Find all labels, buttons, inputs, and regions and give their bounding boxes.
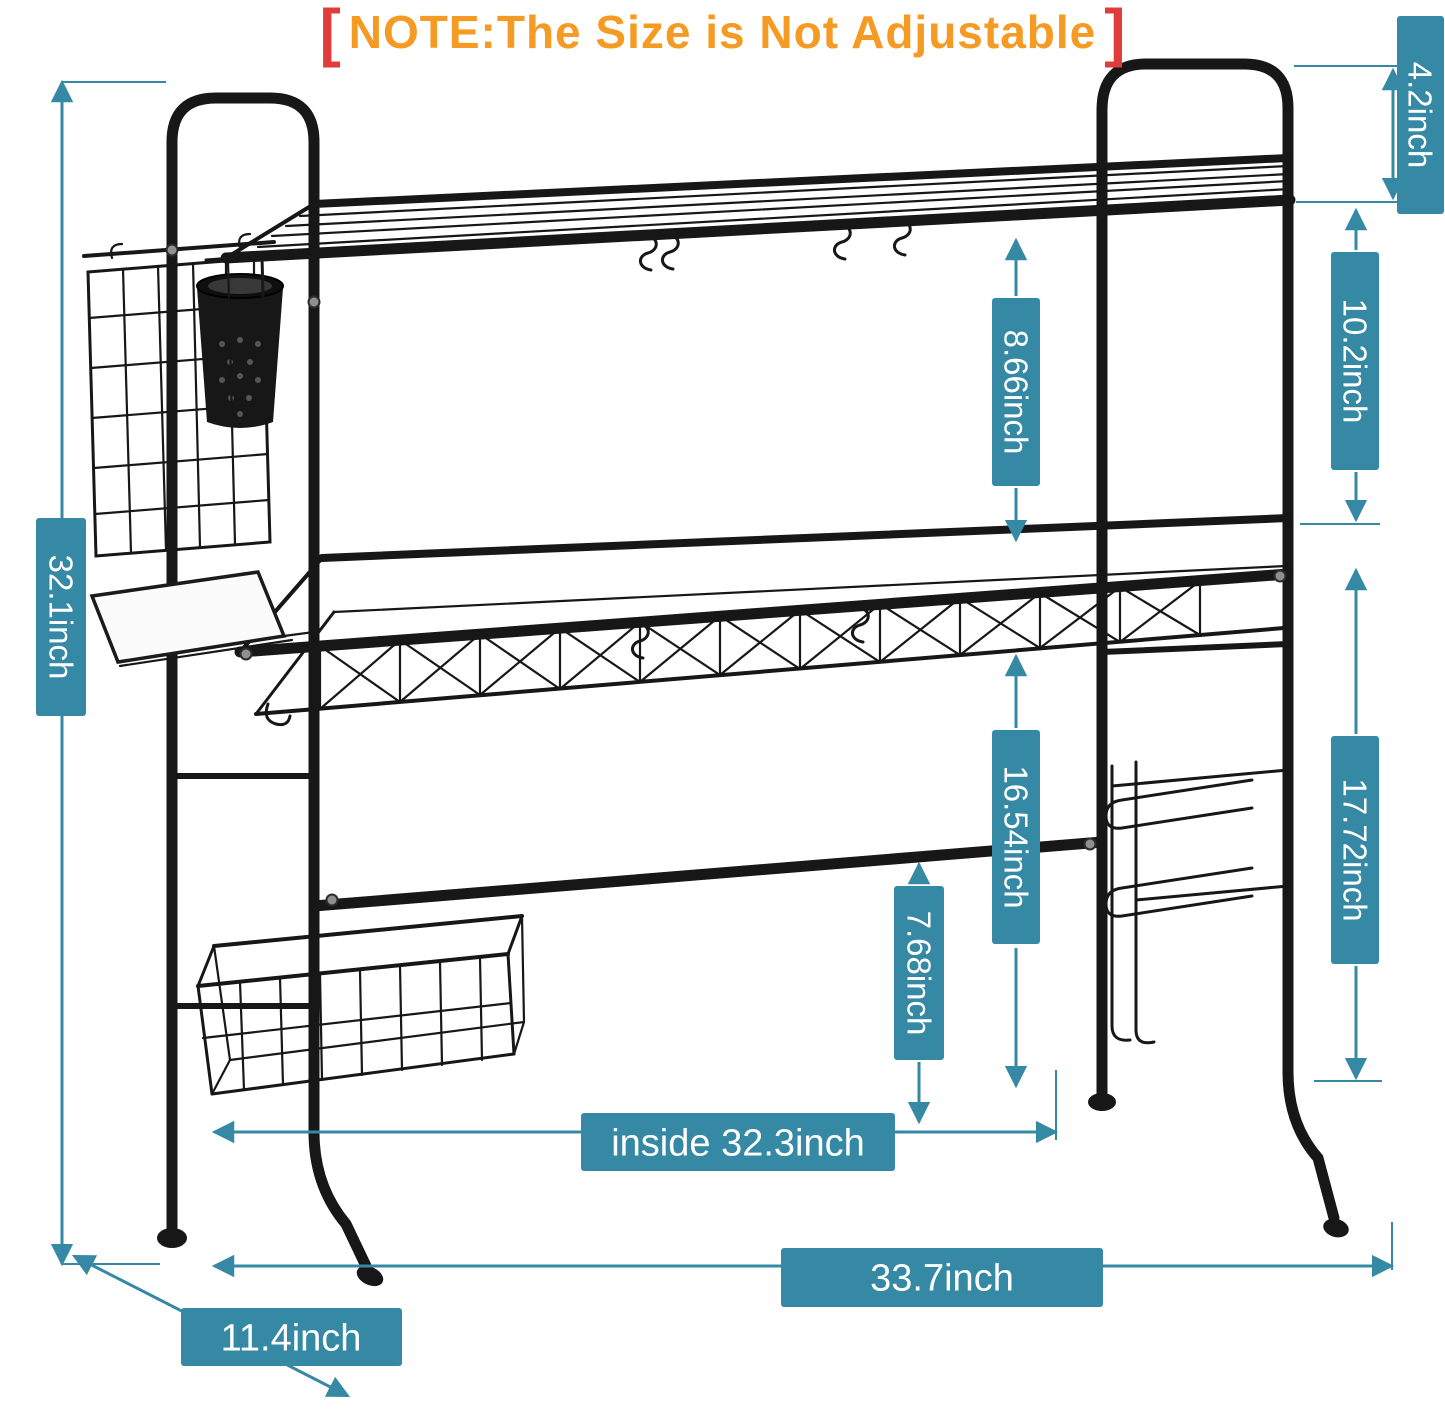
dim-label-bar-to-counter: 7.68inch: [894, 886, 944, 1060]
dim-label-text: 32.1inch: [42, 555, 79, 680]
dim-label-shelf-to-basket-right: 10.2inch: [1331, 252, 1379, 470]
utensil-holder: [196, 253, 284, 428]
bottom-storage-basket: [196, 914, 526, 1096]
screws: [165, 243, 1287, 907]
dim-label-text: 17.72inch: [1336, 778, 1373, 921]
s-hooks: [631, 219, 912, 660]
dim-label-text: 11.4inch: [221, 1317, 362, 1359]
right-bracket-icon: ]: [1104, 0, 1126, 68]
side-wire-basket: [82, 232, 276, 558]
dim-label-inside-width: inside 32.3inch: [581, 1113, 895, 1171]
dim-label-text: 7.68inch: [900, 911, 937, 1036]
cutting-board: [89, 570, 316, 668]
dim-label-text: 16.54inch: [997, 765, 1034, 908]
top-shelf: [220, 154, 1296, 264]
dim-label-total-width: 33.7inch: [781, 1248, 1103, 1307]
dim-label-box: [581, 1113, 895, 1171]
dimension-lines: [50, 65, 1442, 1398]
note-text: NOTE:The Size is Not Adjustable: [348, 6, 1097, 58]
dim-label-depth: 11.4inch: [181, 1308, 402, 1366]
rack-drawing: [82, 58, 1349, 1287]
dim-label-box: [894, 886, 944, 1060]
dim-label-box: [36, 518, 86, 716]
dim-label-box: [1397, 16, 1444, 214]
dim-label-box: [1331, 736, 1379, 964]
dim-label-total-height: 32.1inch: [36, 518, 86, 716]
dim-label-box: [1331, 252, 1379, 470]
dim-label-box: [992, 298, 1040, 486]
dim-label-box: [181, 1308, 402, 1366]
right-side-holder: [1104, 760, 1290, 1045]
dim-label-text: 4.2inch: [1401, 62, 1438, 168]
dim-label-shelf-to-basket: 8.66inch: [992, 298, 1040, 486]
note-banner: [ NOTE:The Size is Not Adjustable ]: [319, 0, 1125, 64]
left-bracket-icon: [: [319, 0, 341, 68]
middle-dish-basket: [234, 514, 1294, 727]
dim-label-handle-above-shelf: 4.2inch: [1397, 16, 1444, 214]
bottom-rail: [308, 836, 1108, 912]
dim-label-box: [992, 730, 1040, 944]
dim-label-text: 10.2inch: [1336, 299, 1373, 424]
dim-label-basket-to-counter: 16.54inch: [992, 730, 1040, 944]
dim-label-box: [781, 1248, 1103, 1307]
dim-label-text: 33.7inch: [870, 1257, 1014, 1299]
left-frame: [157, 92, 384, 1287]
dim-label-text: 8.66inch: [997, 330, 1034, 455]
right-frame: [1088, 58, 1349, 1238]
dim-label-text: inside 32.3inch: [611, 1122, 865, 1164]
dim-label-basket-to-counter-right: 17.72inch: [1331, 736, 1379, 964]
